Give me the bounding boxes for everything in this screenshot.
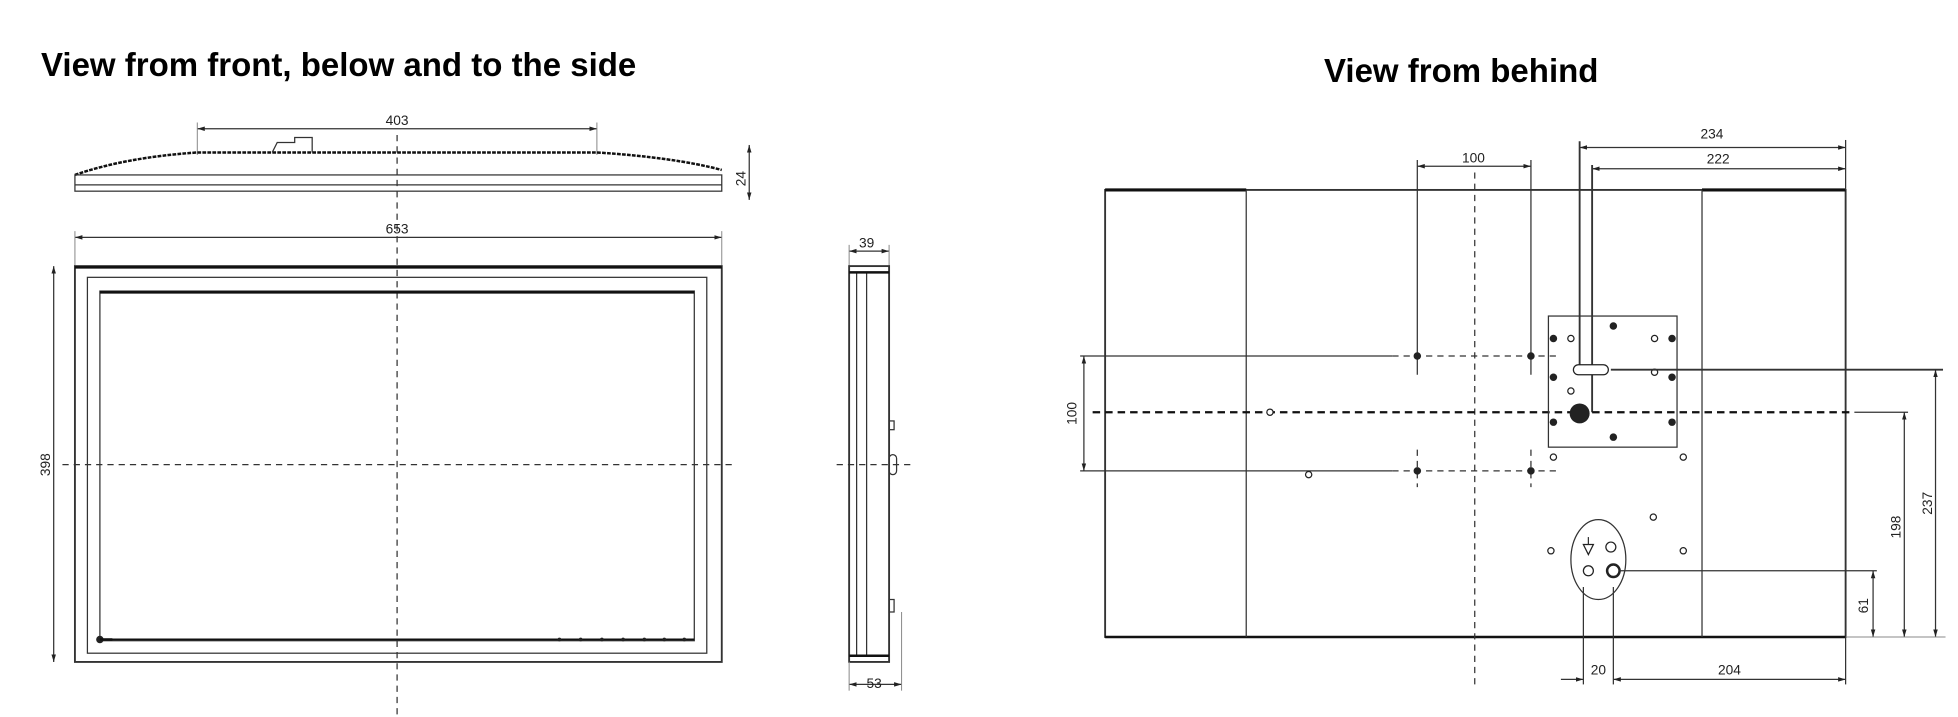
rear-view-title: View from behind xyxy=(1324,52,1599,89)
dim-label-20: 20 xyxy=(1591,662,1607,677)
dim-label-vesa-v: 100 xyxy=(1064,402,1079,425)
dim-label-vesa-h: 100 xyxy=(1462,150,1485,165)
front-buttons xyxy=(557,637,687,642)
side-view: 39 53 xyxy=(836,235,915,691)
top-view: 403 24 xyxy=(74,113,752,715)
ground-symbol-icon xyxy=(1582,543,1595,556)
dim-label-403: 403 xyxy=(386,113,409,128)
dim-label-61: 61 xyxy=(1856,598,1871,613)
dim-label-398: 398 xyxy=(38,453,53,476)
dim-label-234: 234 xyxy=(1701,127,1724,142)
front-view-title: View from front, below and to the side xyxy=(41,46,637,83)
dim-label-653: 653 xyxy=(386,222,409,237)
dim-label-53: 53 xyxy=(866,676,882,691)
plate-holes xyxy=(1547,322,1688,555)
vesa-holes xyxy=(1413,352,1535,475)
dim-label-39: 39 xyxy=(859,235,874,250)
top-outline xyxy=(74,151,723,177)
side-connector xyxy=(888,420,895,431)
logo-icon xyxy=(96,635,113,644)
mount-slot xyxy=(1572,364,1609,376)
dim-label-198: 198 xyxy=(1889,515,1904,538)
dim-label-24: 24 xyxy=(733,171,748,187)
dim-label-204: 204 xyxy=(1718,662,1741,677)
dim-label-222: 222 xyxy=(1707,152,1730,167)
dim-label-237: 237 xyxy=(1920,492,1935,515)
connector-circle xyxy=(1570,518,1627,601)
top-plate xyxy=(74,174,723,192)
center-bolt xyxy=(1569,403,1590,424)
mount-plate xyxy=(1547,315,1678,448)
top-bracket xyxy=(271,136,313,153)
rear-view: 100 234 222 100 xyxy=(1064,127,1946,687)
front-view: 653 398 xyxy=(38,222,732,663)
side-connector xyxy=(888,598,895,613)
